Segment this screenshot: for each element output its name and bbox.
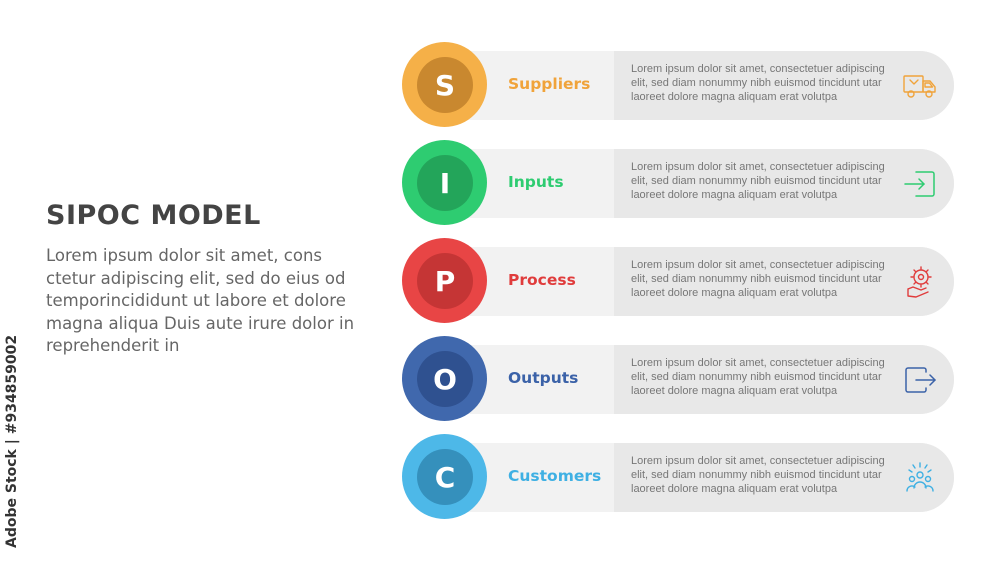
step-description: Lorem ipsum dolor sit amet, consectetuer… bbox=[631, 455, 885, 495]
row-band bbox=[418, 345, 954, 414]
sign-in-icon bbox=[902, 167, 938, 201]
letter-badge: S bbox=[417, 57, 473, 113]
step-label: Inputs bbox=[508, 173, 564, 191]
letter-circle: P bbox=[402, 238, 487, 323]
row-band-right bbox=[614, 149, 954, 218]
row-band bbox=[418, 149, 954, 218]
row-band bbox=[418, 247, 954, 316]
row-band bbox=[418, 51, 954, 120]
step-label: Outputs bbox=[508, 369, 579, 387]
step-description: Lorem ipsum dolor sit amet, consectetuer… bbox=[631, 63, 885, 103]
sipoc-row-inputs: I Inputs Lorem ipsum dolor sit amet, con… bbox=[400, 140, 956, 228]
letter-badge: P bbox=[417, 253, 473, 309]
sipoc-row-suppliers: S Suppliers Lorem ipsum dolor sit amet, … bbox=[400, 42, 956, 130]
row-band-right bbox=[614, 443, 954, 512]
sipoc-row-outputs: O Outputs Lorem ipsum dolor sit amet, co… bbox=[400, 336, 956, 424]
step-label: Process bbox=[508, 271, 576, 289]
letter-circle: I bbox=[402, 140, 487, 225]
intro-text: Lorem ipsum dolor sit amet, cons ctetur … bbox=[46, 246, 355, 355]
row-band-right bbox=[614, 247, 954, 316]
step-label: Suppliers bbox=[508, 75, 591, 93]
row-band-right bbox=[614, 345, 954, 414]
letter-circle: O bbox=[402, 336, 487, 421]
sipoc-row-customers: C Customers Lorem ipsum dolor sit amet, … bbox=[400, 434, 956, 522]
page-title: SIPOC MODEL bbox=[46, 200, 261, 231]
letter-badge: C bbox=[417, 449, 473, 505]
step-description: Lorem ipsum dolor sit amet, consectetuer… bbox=[631, 357, 885, 397]
row-band bbox=[418, 443, 954, 512]
sipoc-row-process: P Process Lorem ipsum dolor sit amet, co… bbox=[400, 238, 956, 326]
sign-out-icon bbox=[902, 363, 938, 397]
letter-circle: C bbox=[402, 434, 487, 519]
step-description: Lorem ipsum dolor sit amet, consectetuer… bbox=[631, 259, 885, 299]
letter-badge: O bbox=[417, 351, 473, 407]
letter-circle: S bbox=[402, 42, 487, 127]
row-band-right bbox=[614, 51, 954, 120]
people-group-icon bbox=[902, 461, 938, 495]
delivery-truck-icon bbox=[902, 69, 938, 103]
letter-badge: I bbox=[417, 155, 473, 211]
step-label: Customers bbox=[508, 467, 602, 485]
step-description: Lorem ipsum dolor sit amet, consectetuer… bbox=[631, 161, 885, 201]
gear-hand-icon bbox=[902, 265, 938, 299]
